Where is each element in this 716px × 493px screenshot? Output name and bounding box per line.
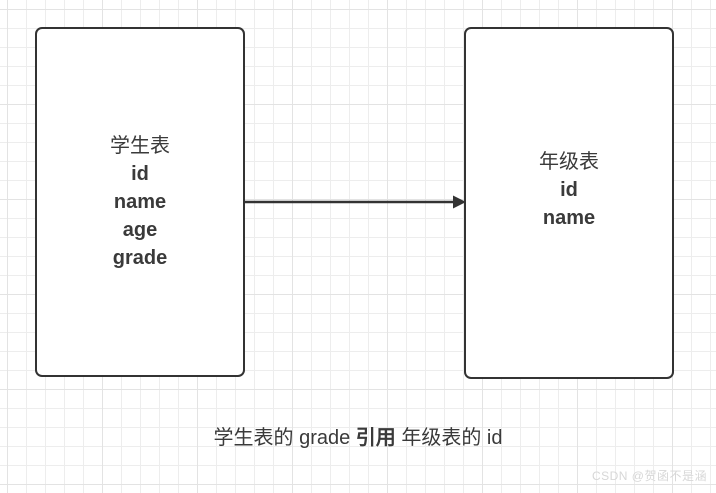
caption-part1: 学生表的 grade (213, 427, 356, 449)
student-field-name: name (113, 191, 167, 213)
relation-arrow (245, 195, 466, 209)
caption: 学生表的 grade 引用 年级表的 id (0, 423, 716, 453)
student-table-text: 学生表 id name age grade (110, 132, 170, 272)
student-field-id: id (131, 163, 149, 185)
caption-part3: 年级表的 id (395, 427, 503, 449)
watermark: CSDN @贺函不是涵 (591, 469, 707, 483)
student-field-age: age (122, 219, 158, 241)
grade-field-id: id (560, 179, 578, 201)
caption-part2-bold: 引用 (355, 427, 396, 449)
student-table-node: 学生表 id name age grade (35, 27, 245, 377)
grade-table-node: 年级表 id name (464, 27, 674, 379)
grade-table-text: 年级表 id name (539, 148, 599, 232)
student-table-title: 学生表 (110, 135, 170, 157)
student-field-grade: grade (112, 247, 168, 269)
grade-field-name: name (542, 207, 596, 229)
grade-table-title: 年级表 (539, 151, 599, 173)
